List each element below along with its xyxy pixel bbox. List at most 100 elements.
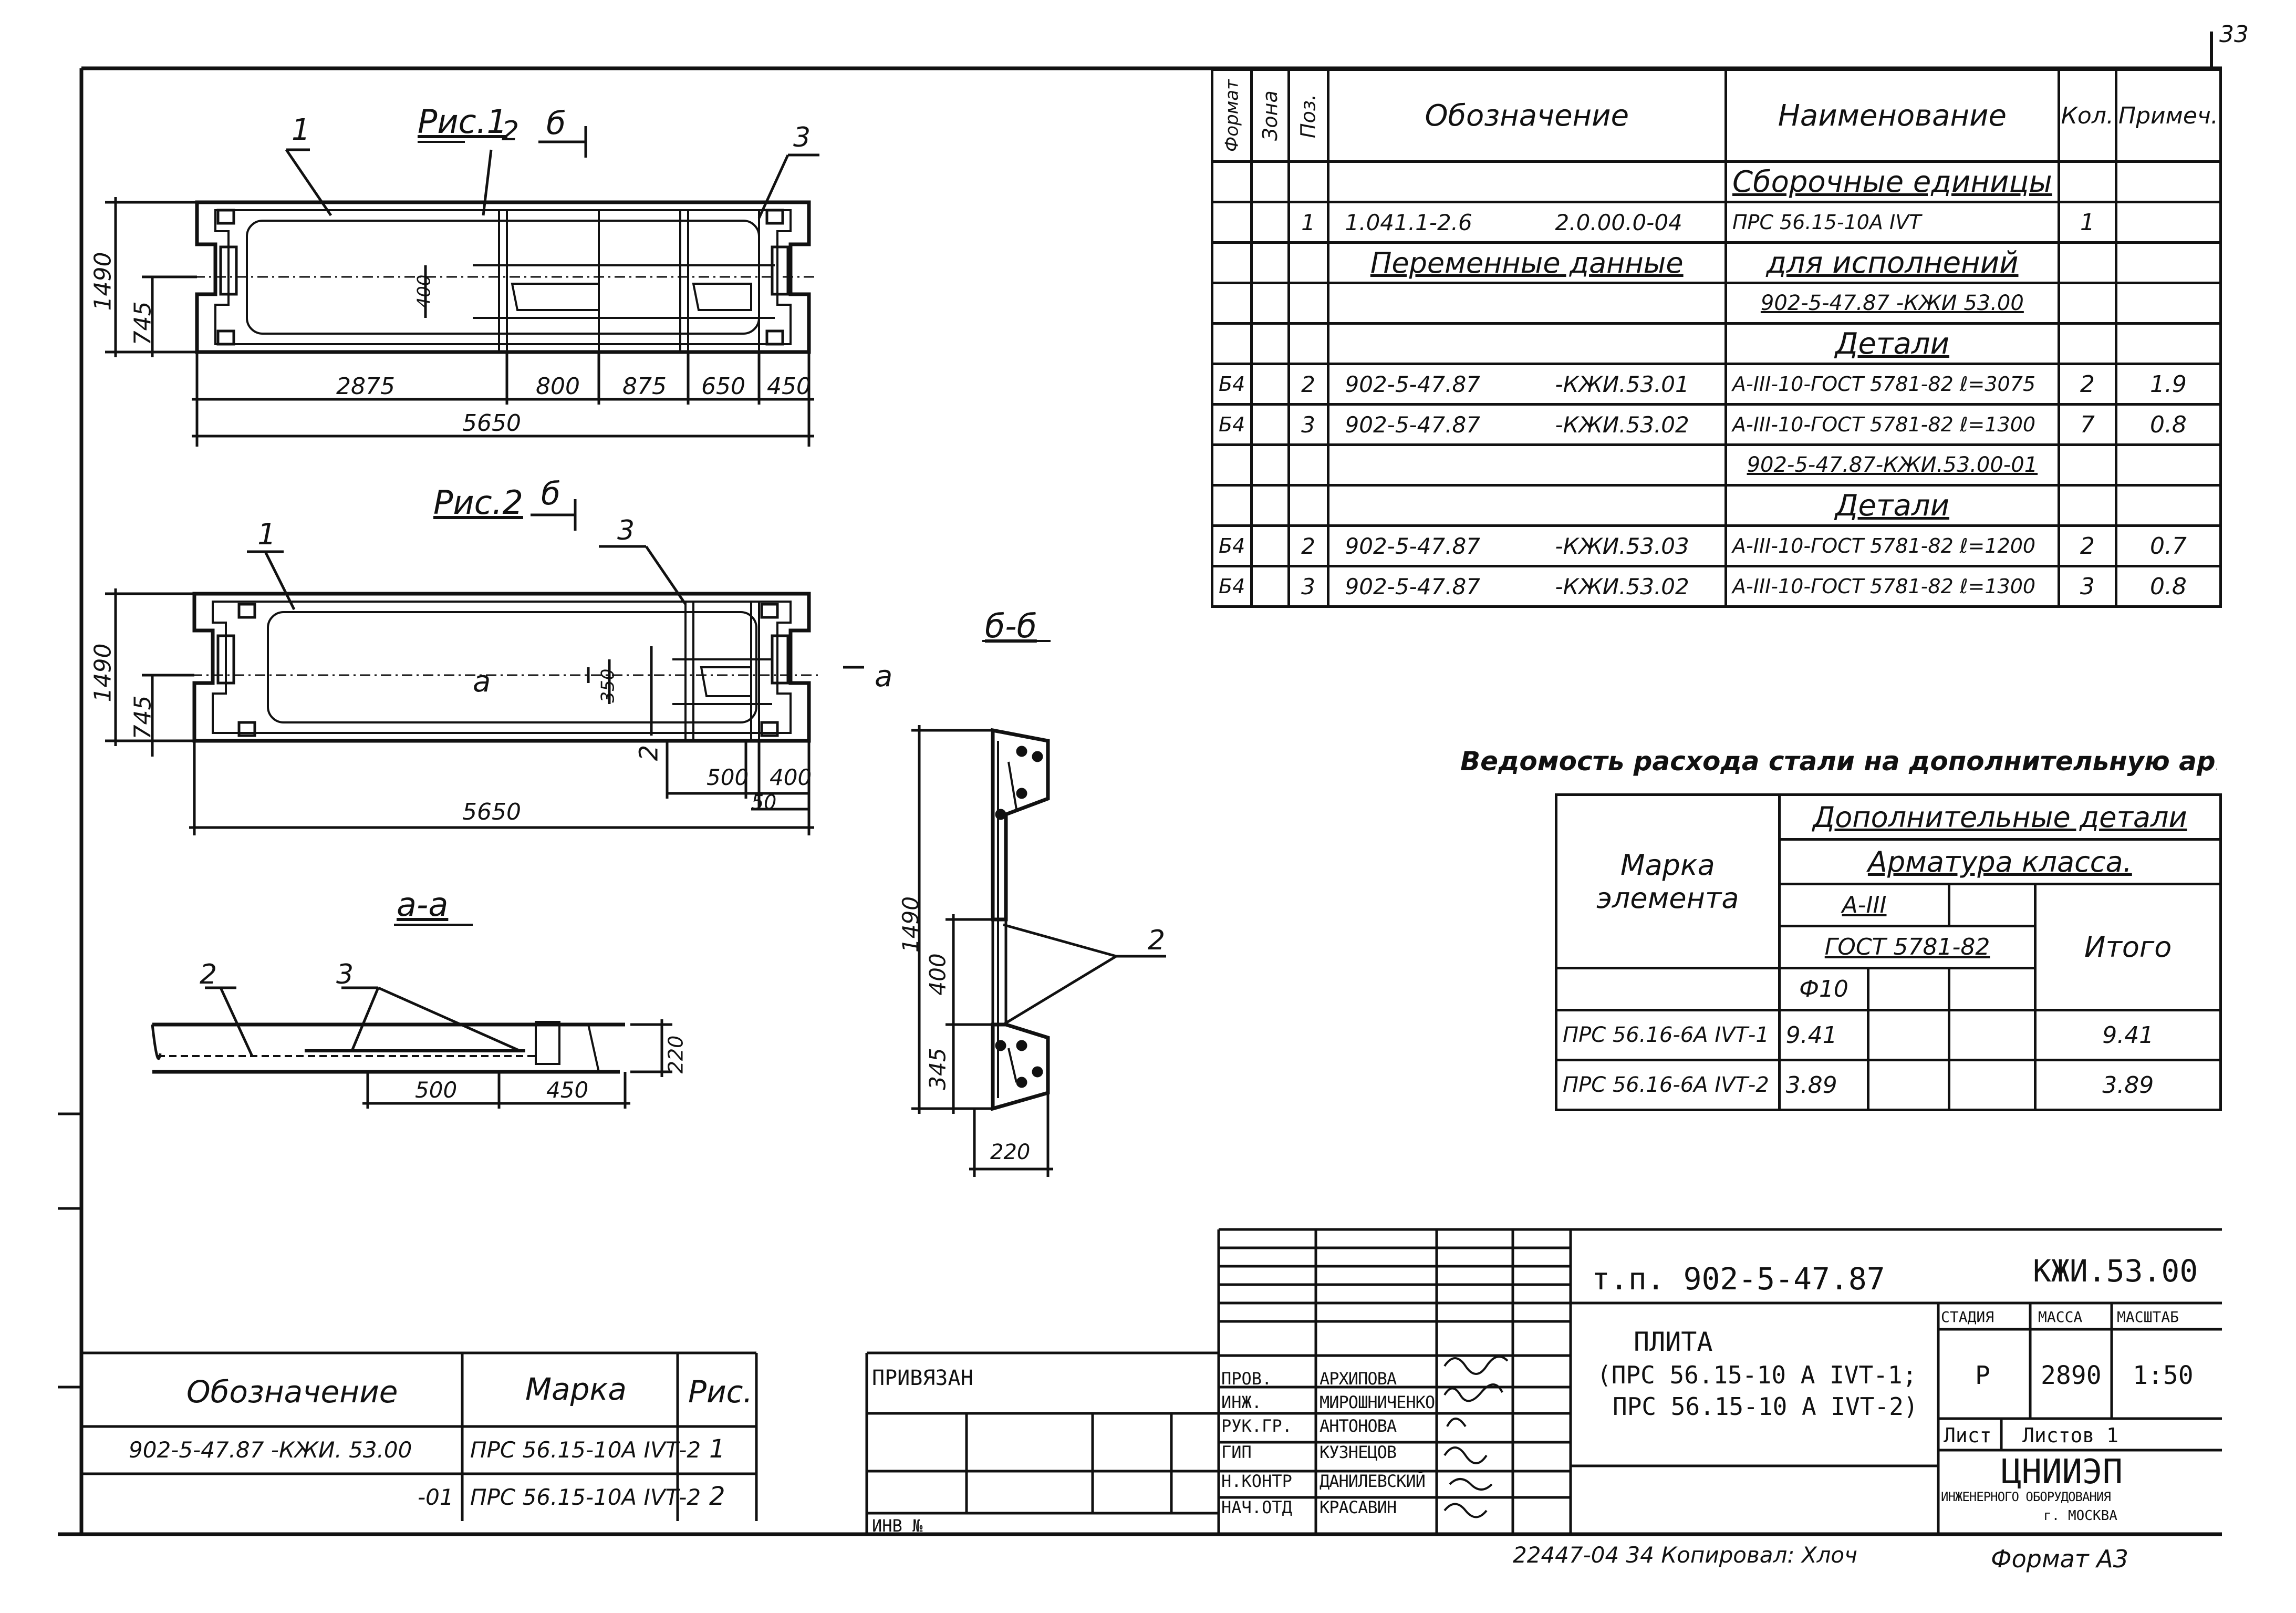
staff-role: РУК.ГР. bbox=[1221, 1416, 1292, 1436]
ref-row-mark: ПРС 56.15-10А IVТ-2 bbox=[470, 1484, 701, 1510]
org-name: ЦНИИЭП bbox=[2001, 1453, 2123, 1492]
staff-role: ПРОВ. bbox=[1221, 1369, 1272, 1389]
fig1-dim-seg4: 650 bbox=[701, 373, 745, 400]
spec-cell-zone bbox=[1250, 160, 1290, 203]
spec-cell-format: Б4 bbox=[1210, 524, 1253, 567]
scale-header: МАСШТАБ bbox=[2117, 1308, 2179, 1326]
fig1-dim-seg3: 875 bbox=[622, 373, 667, 400]
spec-cell-designation: 902-5-47.87-КЖИ.53.02 bbox=[1326, 565, 1727, 608]
spec-cell-format: Б4 bbox=[1210, 565, 1253, 608]
stage-header: СТАДИЯ bbox=[1941, 1308, 1994, 1326]
spec-cell-designation bbox=[1326, 484, 1727, 527]
spec-cell-qty bbox=[2057, 241, 2117, 284]
staff-name: МИРОШНИЧЕНКО bbox=[1320, 1392, 1435, 1412]
sheets-label: Листов 1 bbox=[2022, 1424, 2119, 1447]
fig2-section-a-left: a bbox=[473, 665, 491, 699]
spec-cell-zone bbox=[1250, 524, 1290, 567]
project-number: т.п. 902-5-47.87 bbox=[1592, 1261, 1885, 1297]
fig1-dim-h-total: 1490 bbox=[89, 252, 117, 311]
fig1-title: Рис.1 bbox=[418, 102, 507, 141]
footer-archive: 22447-04 34 Копировал: Хлоч bbox=[1513, 1542, 1857, 1568]
spec-cell-note bbox=[2114, 484, 2222, 527]
ref-row-fig: 1 bbox=[709, 1434, 725, 1464]
steel-gost-header: ГОСТ 5781-82 bbox=[1778, 925, 2037, 969]
spec-designation-suffix: -КЖИ.53.01 bbox=[1555, 371, 1689, 397]
spec-header-pos: Поз. bbox=[1289, 69, 1328, 162]
spec-header-format: Формат bbox=[1212, 69, 1252, 162]
spec-cell-pos bbox=[1287, 282, 1329, 325]
spec-row: 902-5-47.87-КЖИ.53.00-01 bbox=[1210, 443, 2222, 487]
spec-cell-name: 902-5-47.87-КЖИ.53.00-01 bbox=[1724, 443, 2060, 487]
steel-title: Ведомость расхода стали на дополнительну… bbox=[1460, 746, 2217, 777]
staff-name: АНТОНОВА bbox=[1320, 1416, 1397, 1436]
steel-grade-header: A-III bbox=[1778, 883, 1951, 927]
fig1-slab bbox=[105, 126, 819, 447]
spec-cell-pos: 1 bbox=[1287, 201, 1329, 244]
spec-cell-format: Б4 bbox=[1210, 363, 1253, 406]
spec-row: Сборочные единицы bbox=[1210, 160, 2222, 203]
spec-cell-qty bbox=[2057, 282, 2117, 325]
fig2-slab bbox=[105, 499, 864, 835]
section-aa-dim-2: 450 bbox=[546, 1077, 589, 1103]
fig2-leader-2: 2 bbox=[634, 745, 664, 761]
fig2-leader-3: 3 bbox=[617, 515, 635, 546]
section-aa-dim-1: 500 bbox=[415, 1077, 458, 1103]
spec-cell-format bbox=[1210, 282, 1253, 325]
spec-cell-zone bbox=[1250, 201, 1290, 244]
ref-header-fig: Рис. bbox=[688, 1374, 753, 1410]
fig1-dim-seg5: 450 bbox=[767, 373, 811, 400]
spec-cell-name: A-III-10-ГОСТ 5781-82 ℓ=1300 bbox=[1724, 403, 2060, 446]
fig2-dim-h-half: 745 bbox=[129, 695, 157, 740]
spec-cell-format: Б4 bbox=[1210, 403, 1253, 446]
ref-row-fig: 2 bbox=[709, 1482, 725, 1511]
ref-header-designation: Обозначение bbox=[186, 1374, 398, 1410]
spec-row: Детали bbox=[1210, 322, 2222, 365]
spec-cell-designation: 902-5-47.87-КЖИ.53.03 bbox=[1326, 524, 1727, 567]
fig1-dim-h-half: 745 bbox=[129, 301, 157, 346]
spec-cell-designation bbox=[1326, 160, 1727, 203]
inv-label: ИНВ № bbox=[872, 1516, 923, 1536]
section-bb-dim-h-total: 1490 bbox=[897, 896, 923, 953]
spec-cell-name: Детали bbox=[1724, 322, 2060, 365]
fig1-leader-2: 2 bbox=[502, 116, 520, 147]
section-bb-leader-2: 2 bbox=[1148, 925, 1166, 956]
ref-row-mark: ПРС 56.15-10А IVТ-2 bbox=[470, 1437, 701, 1463]
fig2-dim-seg3: 50 bbox=[751, 791, 777, 814]
spec-cell-zone bbox=[1250, 241, 1290, 284]
spec-cell-pos bbox=[1287, 241, 1329, 284]
fig1-leader-3: 3 bbox=[793, 122, 811, 153]
fig2-dim-total: 5650 bbox=[462, 799, 521, 825]
staff-name: КУЗНЕЦОВ bbox=[1320, 1442, 1397, 1462]
spec-cell-qty: 2 bbox=[2057, 524, 2117, 567]
org-subtitle: ИНЖЕНЕРНОГО ОБОРУДОВАНИЯ bbox=[1941, 1490, 2111, 1504]
steel-total-header: Итого bbox=[2034, 883, 2222, 1011]
spec-cell-qty bbox=[2057, 443, 2117, 487]
spec-cell-qty bbox=[2057, 160, 2117, 203]
spec-header-note: Примеч. bbox=[2114, 68, 2222, 163]
spec-cell-pos: 2 bbox=[1287, 524, 1329, 567]
steel-class-header: Арматура класса. bbox=[1778, 838, 2222, 885]
spec-cell-note bbox=[2114, 282, 2222, 325]
spec-cell-pos: 3 bbox=[1287, 403, 1329, 446]
fig1-leader-1: 1 bbox=[292, 113, 310, 147]
steel-row-mark: ПРС 56.16-6А IVТ-1 bbox=[1555, 1009, 1781, 1061]
section-aa bbox=[151, 986, 672, 1109]
section-aa-leader-2: 2 bbox=[200, 959, 217, 990]
ref-row-designation: -01 bbox=[418, 1484, 454, 1510]
spec-row: Детали bbox=[1210, 484, 2222, 527]
spec-cell-qty bbox=[2057, 484, 2117, 527]
spec-cell-name: 902-5-47.87 -КЖИ 53.00 bbox=[1724, 282, 2060, 325]
fig1-section-marker: б bbox=[546, 105, 566, 142]
spec-cell-pos bbox=[1287, 443, 1329, 487]
spec-designation-code: 902-5-47.87 bbox=[1345, 533, 1480, 559]
steel-row-d10: 9.41 bbox=[1778, 1009, 1870, 1061]
spec-cell-zone bbox=[1250, 322, 1290, 365]
spec-cell-zone bbox=[1250, 443, 1290, 487]
spec-cell-name: A-III-10-ГОСТ 5781-82 ℓ=1200 bbox=[1724, 524, 2060, 567]
staff-role: ИНЖ. bbox=[1221, 1392, 1262, 1412]
